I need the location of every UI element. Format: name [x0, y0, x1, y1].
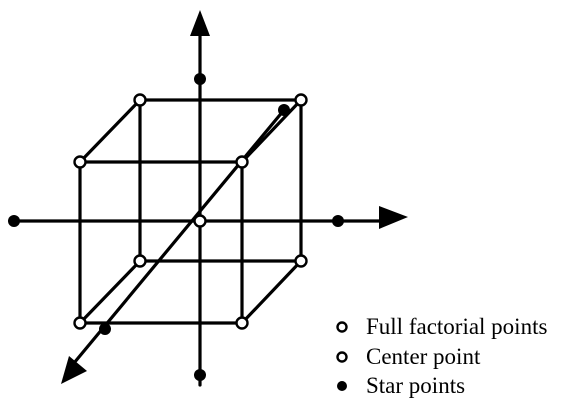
cube-edge-connect-bottom-left — [78, 259, 142, 325]
cube-connecting-edges — [78, 98, 303, 325]
star-point-top — [194, 73, 206, 85]
legend-open-marker — [336, 321, 348, 333]
center-point — [193, 214, 207, 228]
cube-edge-connect-bottom-right — [240, 259, 303, 325]
legend-filled-marker — [337, 381, 347, 391]
full-factorial-points — [73, 93, 308, 330]
legend-label-center-point: Center point — [366, 344, 481, 369]
depth-axis-arrowhead — [61, 356, 87, 384]
legend-item-center-point: Center point — [336, 344, 481, 369]
legend-label-star-points: Star points — [366, 373, 465, 398]
star-points — [8, 73, 344, 381]
legend-label-full-factorial: Full factorial points — [366, 314, 547, 339]
factorial-point-back-top-right — [294, 93, 308, 107]
star-point-front — [99, 323, 111, 335]
factorial-point-front-top-left — [73, 155, 87, 169]
depth-axis — [72, 108, 286, 365]
star-point-back — [278, 104, 290, 116]
horizontal-axis-arrowhead — [379, 206, 408, 229]
cube-edge-connect-top-left — [78, 98, 142, 164]
factorial-point-front-top-right — [235, 155, 249, 169]
factorial-point-front-bottom-right — [235, 316, 249, 330]
factorial-point-back-bottom-left — [133, 254, 147, 268]
cube-back-face — [138, 98, 303, 263]
cube-edge-connect-top-right — [240, 98, 303, 164]
legend-open-marker — [336, 351, 348, 363]
star-point-bottom — [194, 369, 206, 381]
star-point-right — [332, 215, 344, 227]
factorial-point-back-bottom-right — [294, 254, 308, 268]
factorial-point-back-top-left — [133, 93, 147, 107]
star-point-left — [8, 215, 20, 227]
legend-item-full-factorial: Full factorial points — [336, 314, 547, 339]
legend-item-star-points: Star points — [337, 373, 465, 398]
vertical-axis-arrowhead — [190, 10, 210, 36]
axes — [12, 10, 408, 387]
factorial-point-front-bottom-left — [73, 316, 87, 330]
legend: Full factorial points Center point Star … — [336, 314, 547, 398]
